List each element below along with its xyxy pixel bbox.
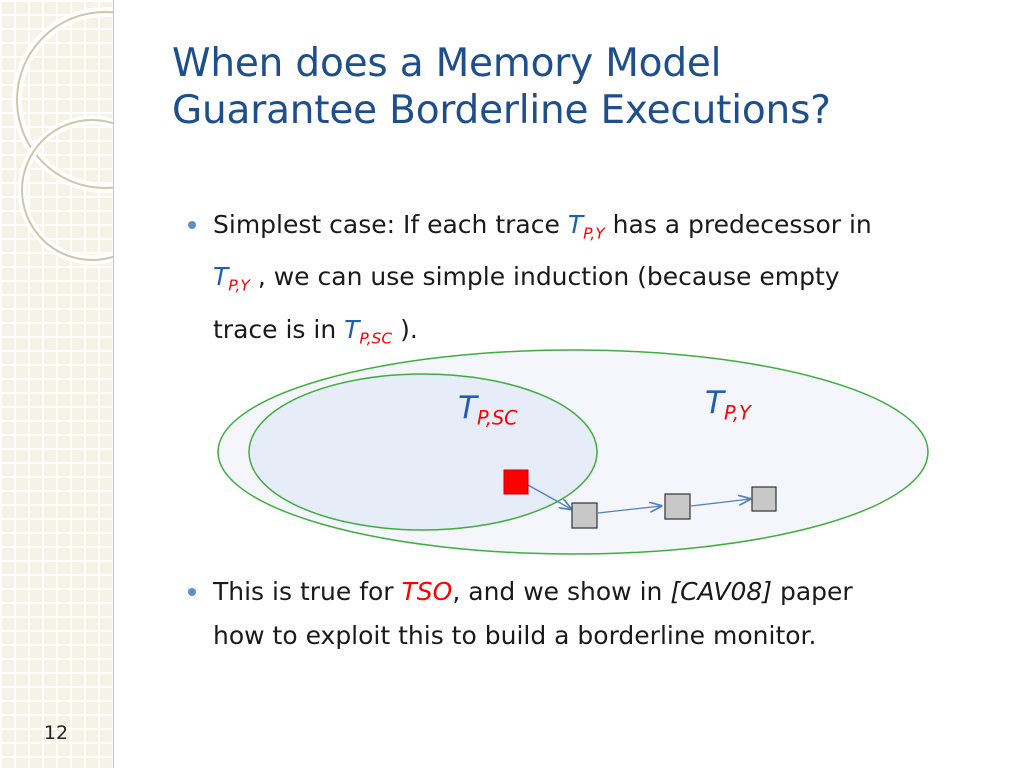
math-trace-set: TP,SC — [344, 314, 393, 348]
math-subscript: P,Y — [583, 224, 605, 243]
text-run: , we can use simple induction (because e… — [249, 262, 840, 292]
trace-node — [571, 502, 598, 529]
sidebar-decoration — [0, 0, 114, 768]
label-tpsc: TP,SC — [458, 390, 518, 430]
text-run: This is true for — [213, 577, 402, 606]
title-line-2: Guarantee Borderline Executions? — [172, 88, 831, 133]
inner-ellipse-tpsc — [248, 373, 598, 531]
trace-set-diagram — [217, 349, 929, 555]
slide-number: 12 — [43, 722, 69, 744]
bullet-line: how to exploit this to build a borderlin… — [213, 614, 988, 658]
bullet-line: This is true for TSO, and we show in [CA… — [213, 570, 988, 614]
bullet-dot — [188, 221, 196, 229]
bullet-line: trace is in TP,SC ). — [213, 308, 988, 360]
math-symbol: T — [458, 390, 477, 426]
text-run: how to exploit this to build a borderlin… — [213, 621, 817, 650]
title-line-1: When does a Memory Model — [172, 41, 722, 86]
arrow-2 — [597, 506, 661, 514]
math-symbol: T — [213, 262, 229, 292]
bullet-dot — [188, 588, 196, 596]
bullet-line: TP,Y , we can use simple induction (beca… — [213, 255, 988, 307]
start-trace-node — [503, 469, 529, 495]
tso-emphasis: TSO — [401, 577, 453, 606]
text-run: ). — [392, 314, 418, 344]
bullet-text: Simplest case: If each trace TP,Y has a … — [213, 203, 988, 360]
text-run: trace is in — [213, 314, 345, 344]
arrow-1 — [527, 484, 571, 509]
bullet-item-1: Simplest case: If each trace TP,Y has a … — [188, 203, 988, 360]
math-symbol: T — [705, 385, 724, 421]
math-subscript: P,SC — [476, 406, 518, 430]
text-run: , and we show in — [452, 577, 671, 606]
math-symbol: T — [567, 210, 584, 239]
math-trace-set: TP,Y — [213, 262, 250, 294]
slide-title: When does a Memory Model Guarantee Borde… — [172, 40, 992, 134]
citation: [CAV08] — [670, 577, 773, 606]
text-run: Simplest case: If each trace — [213, 210, 568, 239]
trace-node — [664, 493, 691, 520]
math-subscript: P,Y — [228, 276, 250, 295]
math-subscript: P,SC — [359, 329, 393, 348]
decorative-circles — [12, 7, 113, 265]
arrow-3 — [690, 499, 750, 507]
label-tpy: TP,Y — [705, 385, 751, 425]
text-run: has a predecessor in — [604, 210, 872, 239]
bullet-item-2: This is true for TSO, and we show in [CA… — [188, 570, 988, 658]
math-trace-set: TP,Y — [567, 210, 605, 243]
bullet-text: This is true for TSO, and we show in [CA… — [213, 570, 988, 658]
math-subscript: P,Y — [723, 401, 751, 425]
trace-node — [751, 486, 777, 512]
math-symbol: T — [344, 314, 360, 344]
bullet-line: Simplest case: If each trace TP,Y has a … — [213, 203, 988, 255]
text-run: paper — [772, 577, 853, 606]
